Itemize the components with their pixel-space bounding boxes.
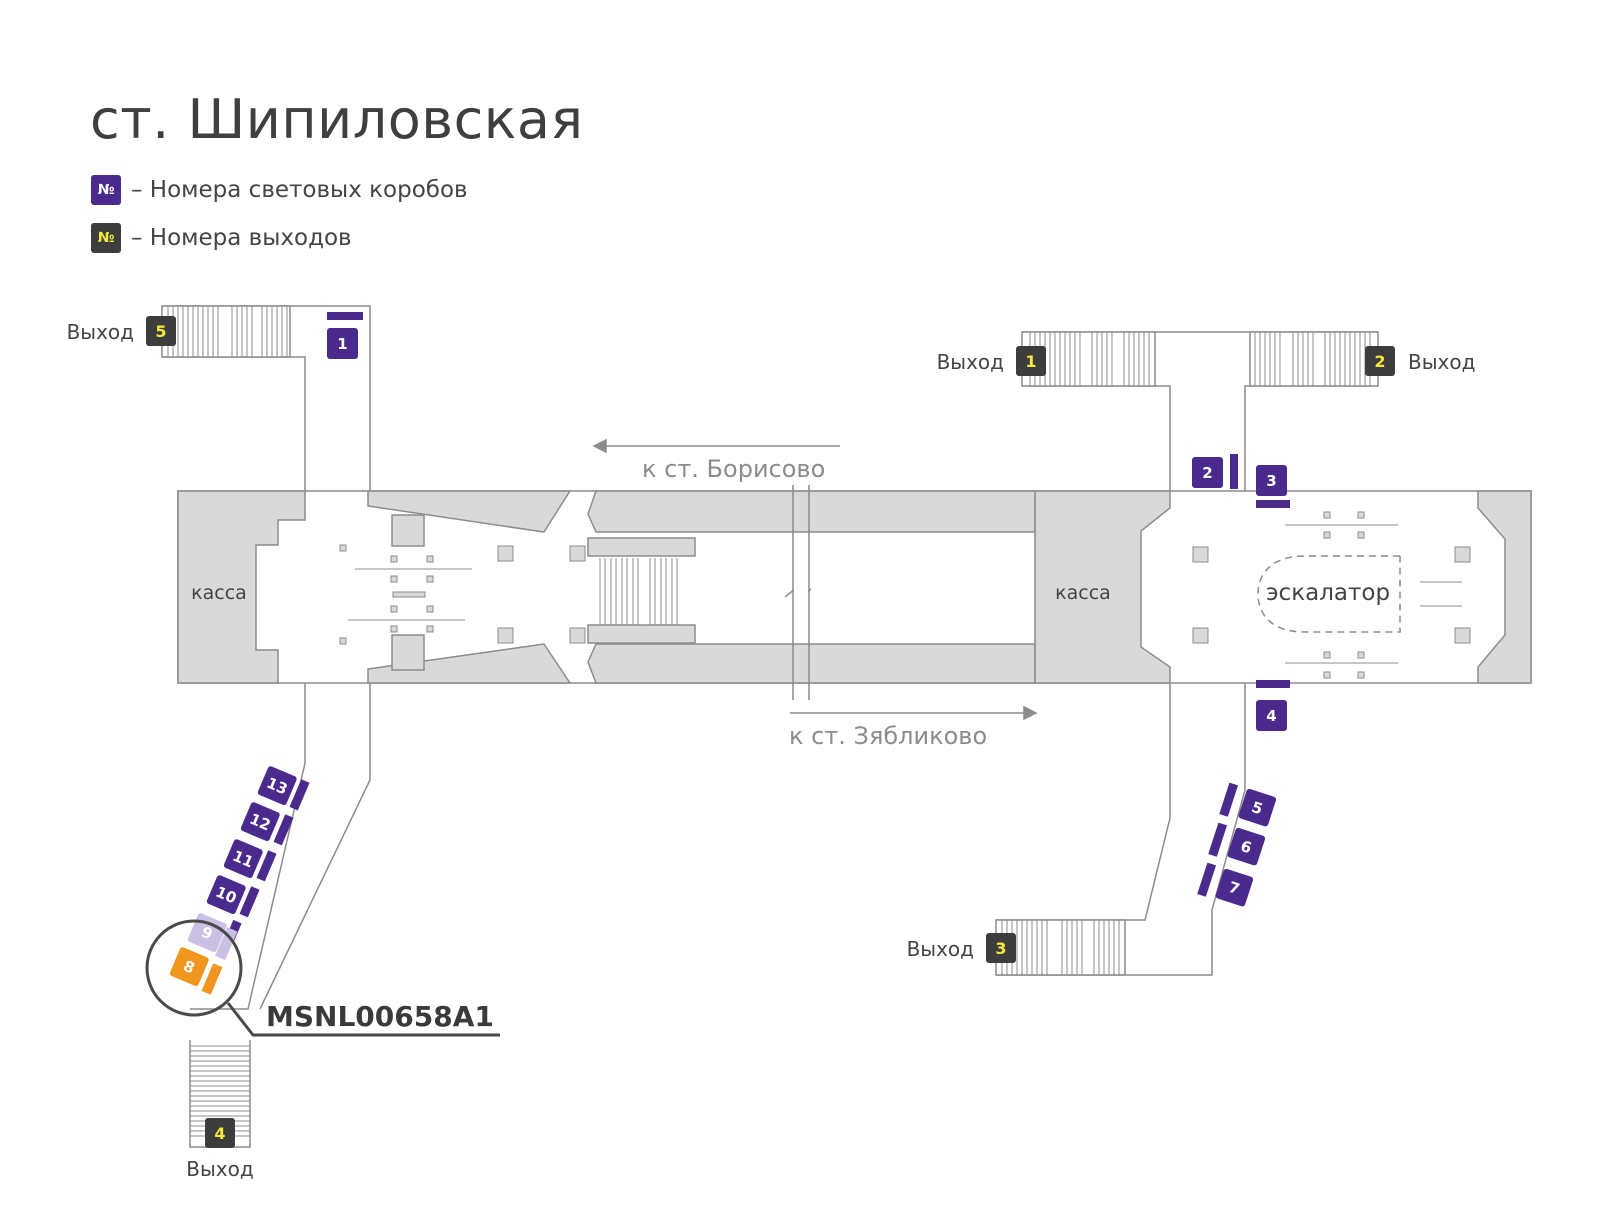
exit-number: 3 [995,939,1006,958]
station-title: ст. Шипиловская [90,88,584,151]
callout-line [226,1002,500,1037]
lightbox-badge [1238,788,1277,827]
kassa-left-label: касса [191,582,247,604]
lightbox-11: 11 [223,839,263,879]
exit-5: 5 Выход [67,316,176,346]
lightbox-badge [206,875,246,915]
lightbox-badge [223,839,263,879]
lightbox-3: 3 [1256,465,1287,496]
direction-borisovo: к ст. Борисово [642,455,825,483]
lightbox-6: 6 [1227,827,1266,866]
exit-2: 2 Выход [1365,346,1475,376]
lightbox-8: 8 [169,947,209,987]
legend-lightboxes: № – Номера световых коробов [91,174,468,206]
lightbox-badge [1256,465,1287,496]
exit-badge [1016,346,1046,376]
lightbox-9: 9 [187,913,227,953]
lightbox-5: 5 [1238,788,1277,827]
lightbox-badge [1192,457,1223,488]
lightbox-2: 2 [1192,457,1223,488]
direction-zyablikovo: к ст. Зябликово [789,722,987,750]
escalator-outline [1257,555,1401,633]
exit-badge [146,316,176,346]
lightbox-1: 1 [327,328,358,359]
lightbox-badge [1256,700,1287,731]
exit-1: 1 Выход [937,346,1046,376]
highlight-circle [145,919,243,1017]
exit-badge [1365,346,1395,376]
exit-number: 5 [155,322,166,341]
exit-label: Выход [937,350,1004,374]
exit-label: Выход [907,937,974,961]
lightbox-10: 10 [206,875,246,915]
exit-number: 2 [1374,352,1385,371]
lightbox-4: 4 [1256,700,1287,731]
lightbox-badge [327,328,358,359]
lightbox-badge [169,947,209,987]
lightbox-number: 4 [1266,707,1276,725]
exit-legend-text: – Номера выходов [131,225,352,251]
lightbox-number: 2 [1202,464,1212,482]
exit-label: Выход [1408,350,1475,374]
exit-number: 4 [214,1124,225,1143]
lightbox-12: 12 [240,802,280,842]
lightbox-13: 13 [257,766,297,806]
lightbox-badge [257,766,297,806]
exit-label: Выход [186,1157,253,1181]
kassa-right-label: касса [1055,582,1111,604]
lightbox-badge [187,913,227,953]
lightbox-7: 7 [1215,868,1254,907]
escalator-label: эскалатор [1266,580,1390,606]
exit-number: 1 [1025,352,1036,371]
exit-badge [986,933,1016,963]
lightbox-number: 3 [1266,472,1276,490]
lightbox-legend-text: – Номера световых коробов [131,177,468,203]
exit-label: Выход [67,320,134,344]
legend-exits: № – Номера выходов [91,222,352,254]
lightbox-badge [1215,868,1254,907]
callout-code: MSNL00658A1 [266,1000,494,1033]
exit-badge [205,1118,235,1148]
lightbox-number: 1 [337,335,347,353]
exit-legend-swatch: № [91,223,121,253]
lightbox-legend-swatch: № [91,175,121,205]
exit-3: 3 Выход [907,933,1016,963]
lightbox-badge [1227,827,1266,866]
lightbox-badge [240,802,280,842]
